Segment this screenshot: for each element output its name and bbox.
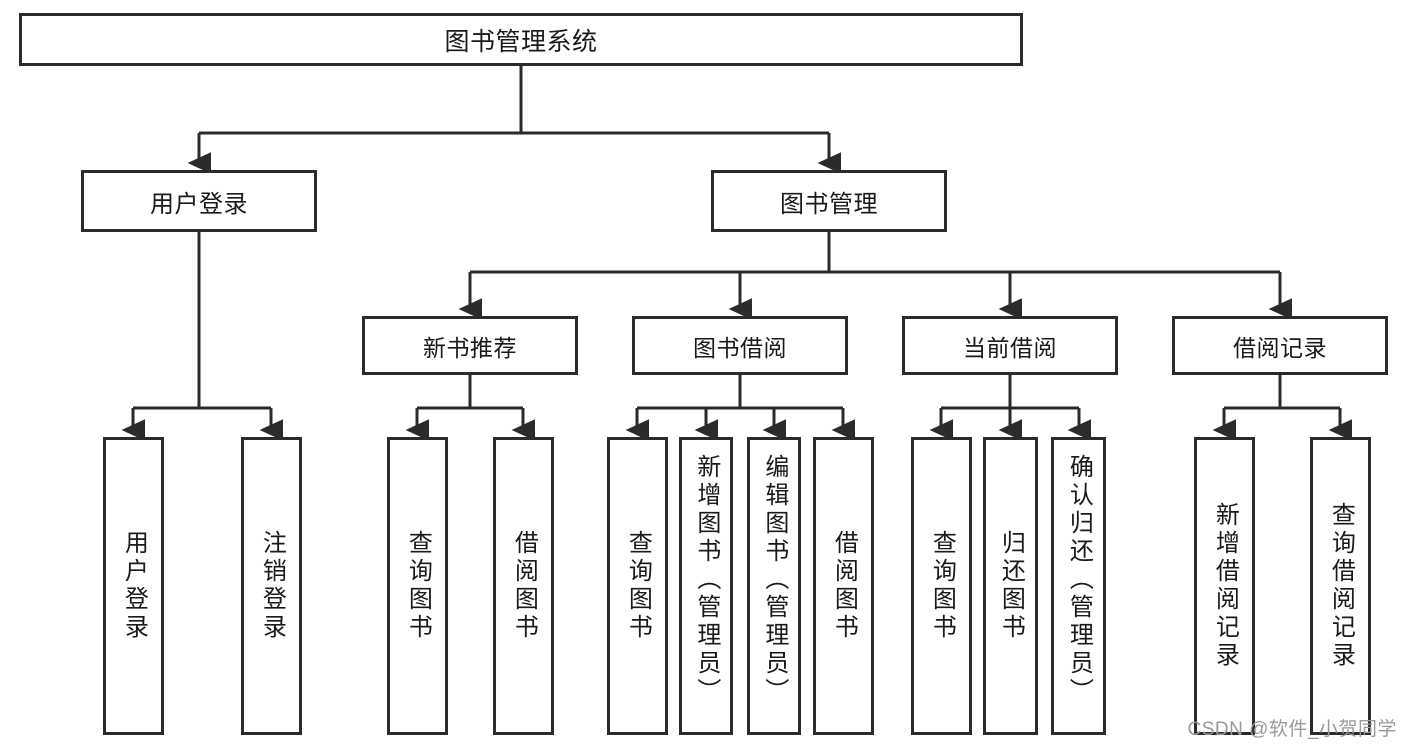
leaf-user-login-signin[interactable]: 用户登录 xyxy=(103,437,164,735)
leaf-borrow-borrow-book-label: 借阅图书 xyxy=(830,530,858,642)
leaf-current-return-book[interactable]: 归还图书 xyxy=(983,437,1038,735)
node-user-login-label: 用户登录 xyxy=(150,190,248,218)
node-current-borrow-label: 当前借阅 xyxy=(963,334,1057,361)
leaf-record-add-record[interactable]: 新增借阅记录 xyxy=(1194,437,1255,735)
leaf-record-query-record[interactable]: 查询借阅记录 xyxy=(1310,437,1371,735)
leaf-borrow-borrow-book[interactable]: 借阅图书 xyxy=(813,437,874,735)
node-book-borrow[interactable]: 图书借阅 xyxy=(632,316,848,375)
node-borrow-record-label: 借阅记录 xyxy=(1233,334,1327,361)
leaf-user-login-signin-label: 用户登录 xyxy=(120,530,148,642)
leaf-record-add-record-label: 新增借阅记录 xyxy=(1211,502,1239,670)
node-borrow-record[interactable]: 借阅记录 xyxy=(1172,316,1388,375)
node-root-label: 图书管理系统 xyxy=(444,27,598,56)
leaf-recommend-borrow-book-label: 借阅图书 xyxy=(510,530,538,642)
leaf-current-query-book[interactable]: 查询图书 xyxy=(911,437,972,735)
node-new-book-recommend-label: 新书推荐 xyxy=(423,334,517,361)
leaf-borrow-edit-book-admin[interactable]: 编辑图书（管理员） xyxy=(747,437,801,735)
leaf-recommend-borrow-book[interactable]: 借阅图书 xyxy=(493,437,554,735)
node-current-borrow[interactable]: 当前借阅 xyxy=(902,316,1118,375)
watermark-text: CSDN @软件_小贺同学 xyxy=(1187,719,1397,740)
leaf-current-query-book-label: 查询图书 xyxy=(928,530,956,642)
leaf-recommend-query-book[interactable]: 查询图书 xyxy=(387,437,448,735)
leaf-current-confirm-return-admin[interactable]: 确认归还（管理员） xyxy=(1051,437,1106,735)
leaf-borrow-add-book-admin-label: 新增图书（管理员） xyxy=(692,454,720,706)
leaf-borrow-query-book-label: 查询图书 xyxy=(624,530,652,642)
leaf-record-query-record-label: 查询借阅记录 xyxy=(1327,502,1355,670)
node-book-management-label: 图书管理 xyxy=(780,190,878,218)
leaf-current-return-book-label: 归还图书 xyxy=(997,530,1025,642)
leaf-borrow-add-book-admin[interactable]: 新增图书（管理员） xyxy=(679,437,733,735)
leaf-recommend-query-book-label: 查询图书 xyxy=(404,530,432,642)
leaf-borrow-query-book[interactable]: 查询图书 xyxy=(607,437,668,735)
leaf-borrow-edit-book-admin-label: 编辑图书（管理员） xyxy=(760,454,788,706)
node-book-borrow-label: 图书借阅 xyxy=(693,334,787,361)
node-user-login[interactable]: 用户登录 xyxy=(81,170,317,232)
node-book-management[interactable]: 图书管理 xyxy=(711,170,947,232)
node-root-book-management-system[interactable]: 图书管理系统 xyxy=(19,13,1023,66)
leaf-current-confirm-return-admin-label: 确认归还（管理员） xyxy=(1065,454,1093,706)
leaf-user-login-signout-label: 注销登录 xyxy=(258,530,286,642)
node-new-book-recommend[interactable]: 新书推荐 xyxy=(362,316,578,375)
leaf-user-login-signout[interactable]: 注销登录 xyxy=(241,437,302,735)
